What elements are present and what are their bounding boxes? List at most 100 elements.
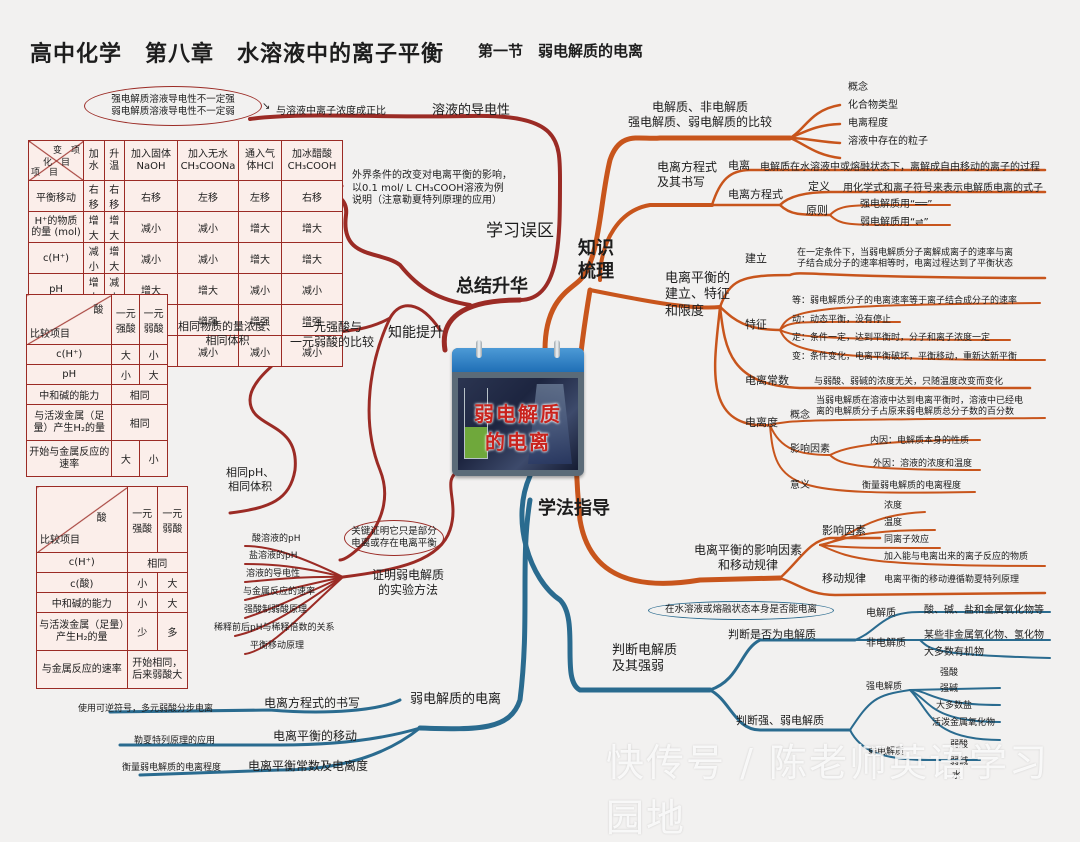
strong-item: 大多数盐	[936, 701, 973, 711]
degree-label: 电离度	[745, 416, 778, 429]
conditions-corner-cell: 变 项 化 目 项 目	[28, 140, 84, 181]
experiment-item: 稀释前后pH与稀释倍数的关系	[214, 623, 335, 633]
compare-item: 概念	[848, 82, 868, 93]
branch-summary: 总结升华	[456, 276, 528, 297]
feature-item: 等：弱电解质分子的电离速率等于离子结合成分子的速率	[792, 296, 1018, 306]
table-row: 中和碱的能力小大	[36, 592, 189, 613]
meaning-label: 意义	[790, 480, 810, 491]
eq-factor-item: 浓度	[884, 501, 903, 511]
strong-label: 强电解质	[866, 682, 903, 692]
node-acid-compare: 一元强酸与 一元弱酸的比较	[290, 320, 375, 349]
same-ph-table: 酸 比较项目 一元强酸 一元弱酸 c(H⁺)相同 c(酸)小大 中和碱的能力小大…	[36, 486, 189, 689]
strength-label: 判断强、弱电解质	[736, 714, 824, 727]
node-same-ph: 相同pH、 相同体积	[226, 466, 275, 493]
table-row: c(酸)小大	[36, 572, 189, 593]
center-calendar-icon: 弱电解质 的电离	[452, 340, 584, 476]
constant-text: 与弱酸、弱碱的浓度无关，只随温度改变而变化	[814, 377, 1004, 387]
node-electrolyte-compare: 电解质、非电解质 强电解质、弱电解质的比较	[628, 100, 773, 129]
node-judge: 判断电解质 及其强弱	[612, 643, 678, 675]
non-electrolyte-item: 大多数有机物	[924, 647, 984, 658]
definition-label: 定义	[808, 180, 830, 193]
effect-note: 外界条件的改变对电离平衡的影响， 以0.1 mol/ L CH₃COOH溶液为例…	[352, 170, 512, 206]
table-row: 平衡移动 右移右移右移左移左移右移	[28, 180, 343, 212]
weak-item: 水	[952, 771, 962, 781]
electrolyte-text: 酸、碱、盐和金属氧化物等	[924, 605, 1044, 616]
table-row: H⁺的物质的量 (mol) 增大增大减小减小增大增大	[28, 211, 343, 243]
factor-inner: 内因：电解质本身的性质	[870, 436, 970, 446]
node-weak-ionization: 弱电解质的电离	[410, 692, 502, 707]
non-electrolyte-item: 某些非金属氧化物、氢化物	[924, 630, 1044, 641]
table-row: 与活泼金属（足量）产生H₂的量相同	[25, 404, 168, 441]
strong-item: 强酸	[940, 668, 959, 678]
table-row: 开始与金属反应的速率大小	[25, 440, 168, 477]
weak-label: 弱电解质	[868, 747, 905, 757]
establish-label: 建立	[745, 252, 767, 265]
electrolyte-label: 电解质	[866, 608, 896, 619]
principle-label: 原则	[806, 204, 828, 217]
establish-text: 在一定条件下，当弱电解质分子离解成离子的速率与离 子结合成分子的速率相等时，电离…	[797, 248, 1014, 270]
rule-label: 移动规律	[822, 572, 866, 585]
node-conductivity: 溶液的导电性	[432, 103, 511, 118]
weak-item-note: 衡量弱电解质的电离程度	[122, 763, 222, 773]
table-row: 与金属反应的速率开始相同，后来弱酸大	[36, 650, 189, 689]
weak-item-label: 电离平衡的移动	[273, 729, 358, 743]
table-row: c(H⁺) 减小增大减小减小增大增大	[28, 242, 343, 274]
feature-item: 定：条件一定，达到平衡时，分子和离子浓度一定	[792, 333, 991, 343]
feature-label: 特征	[745, 318, 767, 331]
feature-item: 动：动态平衡，没有停止	[792, 315, 892, 325]
eq-factor-item: 温度	[884, 518, 903, 528]
section-subtitle: 第一节 弱电解质的电离	[478, 42, 644, 60]
principle-strong: 强电解质用“══”	[860, 199, 933, 210]
experiment-item: 平衡移动原理	[250, 641, 305, 651]
concept-text: 当弱电解质在溶液中达到电离平衡时，溶液中已经电 离的电解质分子占原来弱电解质总分…	[816, 396, 1024, 418]
corner-cell: 酸 比较项目	[25, 294, 113, 345]
watermark: 快传号 / 陈老师英语学习园地	[606, 741, 1049, 840]
table-row: 与活泼金属（足量）产生H₂的量少多	[36, 612, 189, 651]
concept-label: 概念	[790, 410, 810, 421]
constant-label: 电离常数	[745, 374, 789, 387]
experiment-item: 溶液的导电性	[246, 569, 301, 579]
weak-item-note: 使用可逆符号，多元弱酸分步电离	[78, 704, 214, 714]
experiment-key-oval: 关键证明它只是部分 电离或存在电离平衡	[344, 520, 444, 556]
center-title: 弱电解质 的电离	[474, 402, 562, 454]
weak-item-label: 电离方程式的书写	[264, 696, 361, 710]
node-experiments: 证明弱电解质 的实验方法	[372, 568, 445, 597]
eq-factor-item: 同离子效应	[884, 535, 930, 545]
weak-item-label: 电离平衡常数及电离度	[248, 759, 369, 773]
meaning-text: 衡量弱电解质的电离程度	[862, 481, 962, 491]
page-title: 高中化学 第八章 水溶液中的离子平衡	[30, 42, 445, 67]
principle-weak: 弱电解质用“⇌”	[860, 217, 929, 228]
conductivity-note: 与溶液中离子浓度成正比	[276, 106, 386, 117]
definition-text: 用化学式和离子符号来表示电解质电离的式子	[843, 183, 1043, 194]
col-header: 通入气体HCl	[238, 140, 282, 181]
table-row: c(H⁺)相同	[36, 552, 189, 573]
weak-item: 弱酸	[950, 740, 969, 750]
node-same-conc: 相同物质的量浓度、 相同体积	[178, 320, 277, 347]
degree-factors-label: 影响因素	[790, 444, 830, 455]
corner-cell: 酸 比较项目	[36, 486, 128, 553]
branch-method: 学法指导	[538, 498, 610, 519]
branch-ability: 知能提升	[388, 325, 444, 341]
non-electrolyte-label: 非电解质	[866, 638, 906, 649]
col-header: 加水	[83, 140, 105, 181]
experiment-item: 强酸制弱酸原理	[244, 605, 308, 615]
node-equilibrium-factors: 电离平衡的影响因素 和移动规律	[694, 543, 803, 572]
col-header: 升温	[103, 140, 125, 181]
col-header: 加冰醋酸CH₃COOH	[281, 140, 343, 181]
factor-outer: 外因：溶液的浓度和温度	[873, 459, 973, 469]
conductivity-misconception-oval: 强电解质溶液导电性不一定强 弱电解质溶液导电性不一定弱	[84, 86, 262, 126]
ionization-label: 电离	[728, 159, 750, 172]
conditions-table: 变 项 化 目 项 目 加水 升温 加入固体NaOH 加入无水CH₃COONa …	[28, 140, 343, 367]
compare-item: 化合物类型	[848, 100, 898, 111]
rule-text: 电离平衡的移动遵循勒夏特列原理	[884, 575, 1020, 585]
table-row: c(H⁺)大小	[25, 344, 168, 365]
weak-item: 弱碱	[950, 757, 969, 767]
equation-label: 电离方程式	[728, 188, 783, 201]
strong-item: 活泼金属氧化物	[932, 718, 996, 728]
node-equilibrium: 电离平衡的 建立、特征 和限度	[665, 271, 731, 319]
eq-factors-label: 影响因素	[822, 524, 866, 537]
experiment-item: 酸溶液的pH	[252, 534, 301, 544]
experiment-item: 盐溶液的pH	[249, 551, 298, 561]
oval-line-2: 弱电解质溶液导电性不一定弱	[111, 106, 235, 117]
